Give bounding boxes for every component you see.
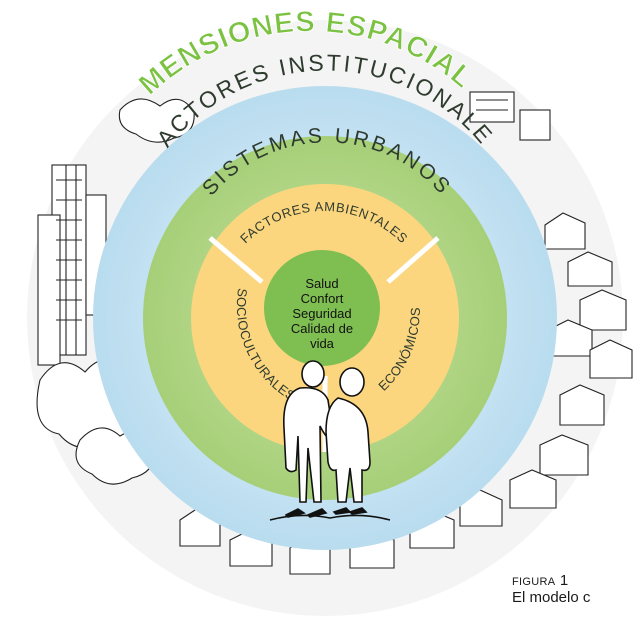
couple-figures-illustration: [269, 360, 391, 521]
divider-left: [208, 236, 264, 284]
figure-label: FIGURA: [512, 576, 556, 588]
core-line-1: Salud: [305, 276, 338, 291]
top-buildings-illustration: [469, 91, 551, 141]
figure-title: El modelo c: [512, 588, 591, 606]
core-line-3: Seguridad: [292, 306, 351, 321]
core-line-4: Calidad de: [291, 321, 353, 336]
divider-right: [386, 236, 440, 284]
core-text: Salud Confort Seguridad Calidad de vida: [291, 276, 353, 351]
core-line-5: vida: [310, 336, 335, 351]
core-line-2: Confort: [301, 291, 344, 306]
figure-number: 1: [559, 572, 569, 589]
figure-caption: FIGURA 1 El modelo c: [512, 572, 642, 606]
core-circle: [264, 250, 380, 366]
right-hillside-houses-illustration: [509, 212, 633, 509]
